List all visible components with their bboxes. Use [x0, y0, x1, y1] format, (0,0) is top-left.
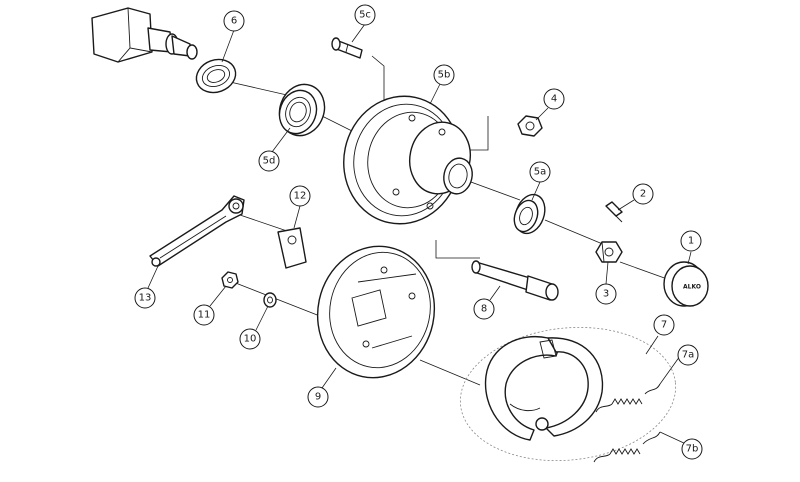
- callout-5d: 5d: [258, 150, 280, 172]
- callout-label: 5a: [534, 167, 547, 178]
- callout-3: 3: [595, 283, 617, 305]
- cotter-pin-2: [605, 201, 623, 223]
- spring-7a: [595, 383, 661, 413]
- wheel-stud-5c: [331, 37, 363, 59]
- leader-lines: [147, 23, 692, 445]
- callout-7: 7: [653, 314, 675, 336]
- hub-cap-logo: ALKO: [683, 284, 701, 291]
- cam-shaft-8: [471, 260, 559, 301]
- washer-6: [195, 58, 237, 94]
- stub-axle: [91, 7, 198, 63]
- callout-10: 10: [239, 328, 261, 350]
- callout-5c: 5c: [354, 4, 376, 26]
- nut-4: [517, 115, 543, 137]
- callout-label: 8: [481, 304, 487, 315]
- callout-label: 7a: [682, 350, 695, 361]
- backing-plate-9: [316, 245, 436, 379]
- washer-10: [263, 292, 277, 308]
- callout-2: 2: [632, 183, 654, 205]
- callout-label: 10: [244, 334, 257, 345]
- callout-label: 11: [198, 310, 211, 321]
- callout-5b: 5b: [433, 64, 455, 86]
- callout-label: 4: [551, 94, 557, 105]
- callout-6: 6: [223, 10, 245, 32]
- brake-drum-5b: [343, 95, 473, 225]
- callout-label: 7: [661, 320, 667, 331]
- callout-label: 3: [603, 289, 609, 300]
- callout-13: 13: [134, 287, 156, 309]
- spring-7b: [593, 431, 661, 463]
- callout-9: 9: [307, 386, 329, 408]
- callout-1: 1: [680, 230, 702, 252]
- callout-11: 11: [193, 304, 215, 326]
- brake-lever-13: [149, 195, 245, 267]
- callout-4: 4: [543, 88, 565, 110]
- small-nut-11: [221, 271, 239, 289]
- callout-label: 9: [315, 392, 321, 403]
- callout-label: 12: [294, 191, 307, 202]
- callout-label: 13: [139, 293, 152, 304]
- callout-7a: 7a: [677, 344, 699, 366]
- callout-8: 8: [473, 298, 495, 320]
- brake-shoe-group-outline: [459, 326, 677, 462]
- callout-12: 12: [289, 185, 311, 207]
- callout-label: 2: [640, 189, 646, 200]
- callout-label: 7b: [686, 444, 699, 455]
- bearing-5d: [278, 83, 326, 137]
- castle-nut-3: [595, 241, 623, 263]
- callout-7b: 7b: [681, 438, 703, 460]
- bearing-5a: [513, 193, 546, 235]
- brake-shoes-7: [484, 336, 604, 441]
- callout-label: 1: [688, 236, 694, 247]
- callout-label: 5c: [359, 10, 371, 21]
- callout-label: 6: [231, 16, 237, 27]
- hub-cap-1: ALKO: [663, 261, 709, 307]
- callout-5a: 5a: [529, 161, 551, 183]
- callout-label: 5b: [438, 70, 451, 81]
- callout-label: 5d: [263, 156, 276, 167]
- bracket-12: [277, 227, 307, 269]
